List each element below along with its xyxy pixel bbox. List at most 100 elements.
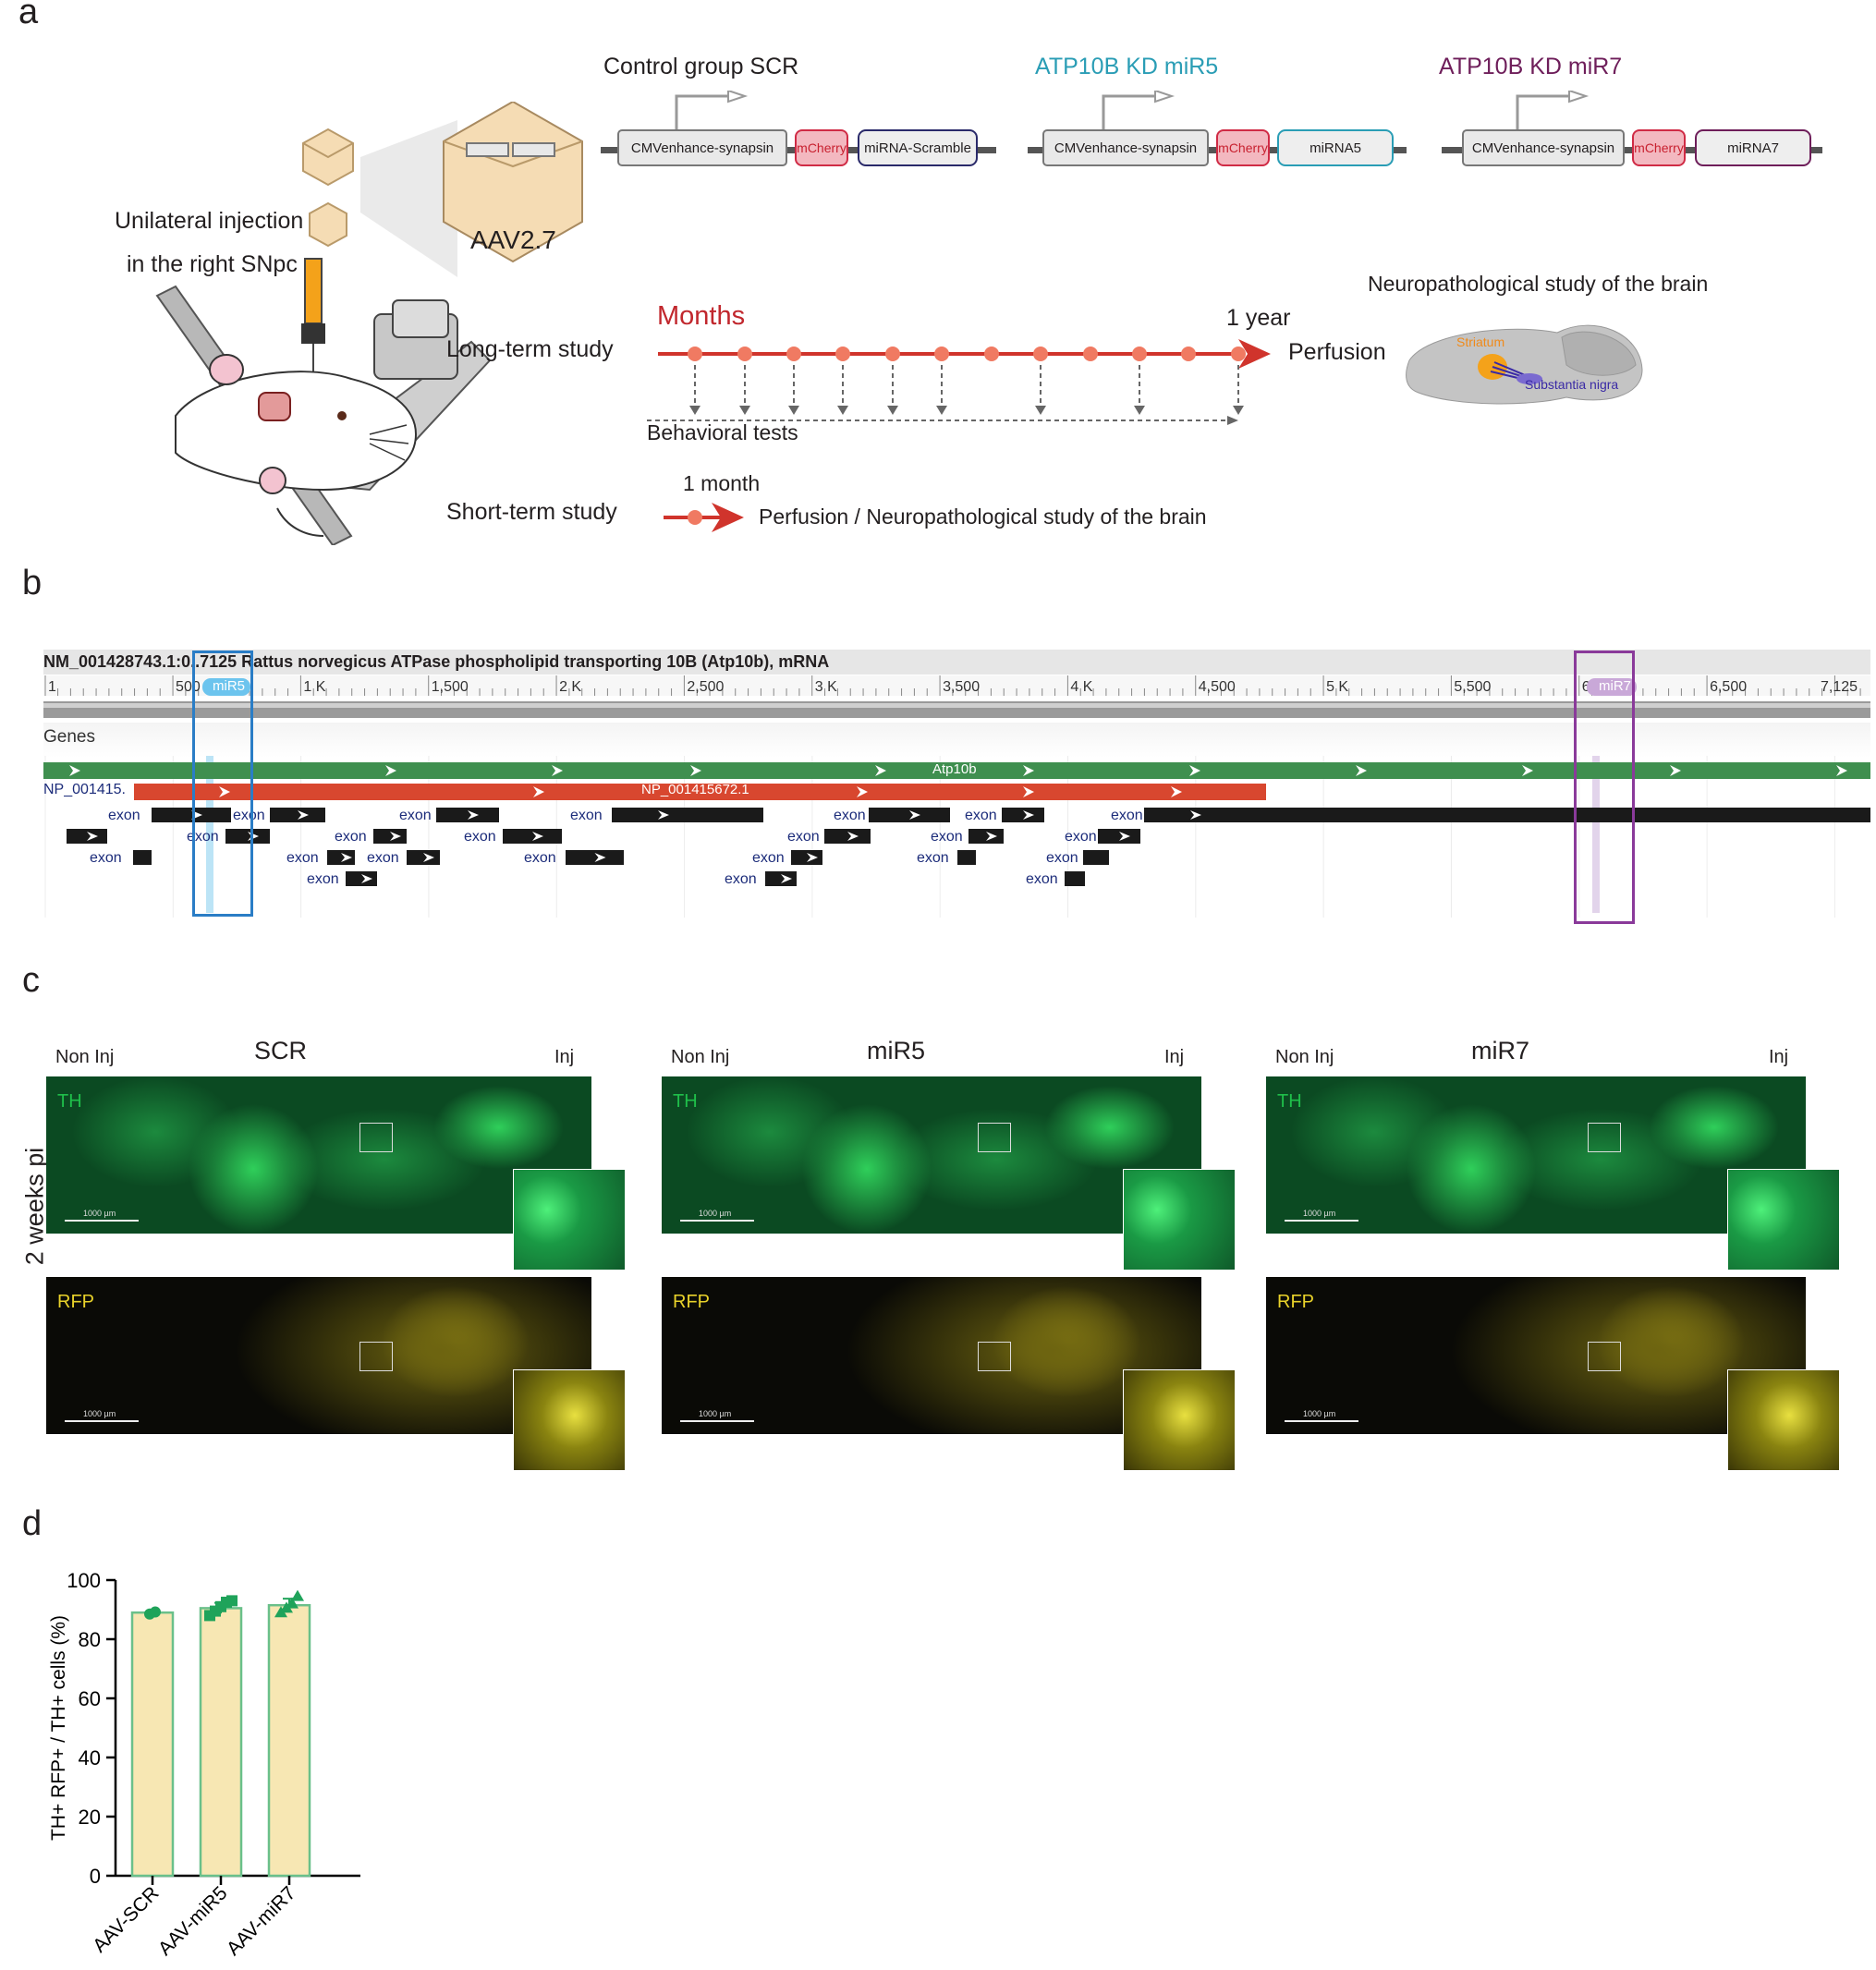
strand-arrow — [1171, 786, 1182, 797]
exon-arrow — [1119, 832, 1130, 841]
rat-injection-illustration — [155, 102, 583, 545]
strand-arrow — [1522, 765, 1533, 776]
short-term-label: Short-term study — [446, 499, 617, 525]
zoom-region-box — [359, 1123, 394, 1152]
construct-header-mir5: ATP10B KD miR5 — [1035, 54, 1219, 79]
gene-bar-atp10b — [43, 762, 1870, 779]
exon-arrow — [390, 832, 401, 841]
exon-arrow — [532, 832, 543, 841]
inj-label: Inj — [1769, 1047, 1789, 1067]
panel-label-d: d — [22, 1504, 43, 1543]
exon-label: exon — [90, 850, 122, 866]
exon-label: exon — [725, 871, 757, 887]
rfp-channel-label: RFP — [1277, 1292, 1314, 1312]
behavioral-tests-label: Behavioral tests — [647, 420, 798, 444]
ruler-tick-label: 4,500 — [1199, 679, 1236, 695]
promoter-box: CMVenhance-synapsin — [617, 129, 787, 166]
exon-bar — [346, 871, 377, 886]
row-label-2-weeks: 2 weeks pi — [20, 1147, 49, 1266]
genome-title-bar — [43, 650, 1870, 675]
non-inj-label: Non Inj — [1275, 1047, 1334, 1067]
scale-bar — [65, 1220, 139, 1222]
ruler-tick-label: 1,500 — [432, 679, 469, 695]
exon-bar — [373, 829, 407, 844]
scale-bar — [680, 1420, 754, 1422]
exon-label: exon — [752, 850, 785, 866]
ruler-tick-label: 5 K — [1326, 679, 1348, 695]
ruler-tick-label: 3,500 — [943, 679, 980, 695]
inj-label: Inj — [554, 1047, 575, 1067]
rfp-inset — [1123, 1369, 1236, 1471]
construct-scr: CMVenhance-synapsin mCherry miRNA-Scramb… — [601, 91, 996, 166]
ruler-tick-label: 1 — [48, 679, 56, 695]
one-month-label: 1 month — [683, 471, 761, 495]
exon-arrow — [341, 853, 352, 862]
genome-browser: NM_001428743.1:0..7125 Rattus norvegicus… — [43, 650, 1870, 918]
bar — [267, 1603, 311, 1878]
promoter-arrow-icon — [1516, 91, 1590, 129]
genome-title: NM_001428743.1:0..7125 Rattus norvegicus… — [43, 652, 830, 671]
rfp-micrograph: RFP 1000 µm — [1266, 1277, 1806, 1434]
striatum-label: Striatum — [1456, 334, 1505, 349]
exon-arrow — [986, 832, 997, 841]
exon-label: exon — [931, 829, 963, 845]
y-tick-label: 80 — [79, 1628, 101, 1651]
strand-arrow — [69, 765, 80, 776]
exon-bar — [1002, 808, 1044, 822]
genes-track-header — [43, 723, 1870, 758]
data-point — [291, 1589, 304, 1601]
exon-label: exon — [1046, 850, 1078, 866]
mir5-column — [206, 756, 213, 913]
ruler-tick-label: 5,500 — [1454, 679, 1491, 695]
exon-label: exon — [834, 808, 866, 823]
promoter-arrow-icon — [675, 91, 749, 129]
zoom-region-box — [977, 1342, 1011, 1371]
mcherry-box: mCherry — [795, 129, 848, 166]
exon-bar — [1144, 808, 1870, 822]
injection-label-line2: in the right SNpc — [127, 251, 298, 277]
y-tick-label: 100 — [67, 1569, 101, 1592]
exon-label: exon — [286, 850, 319, 866]
short-term-timeline — [664, 503, 744, 532]
y-axis-label: TH+ RFP+ / TH+ cells (%) — [48, 1615, 69, 1841]
column-title: miR7 — [1471, 1037, 1530, 1064]
ruler-tick-label: 6,500 — [1710, 679, 1747, 695]
exon-bar — [270, 808, 325, 822]
ruler-tick-label: 3 K — [815, 679, 837, 695]
y-tick-label: 0 — [90, 1865, 101, 1888]
exon-label: exon — [965, 808, 997, 823]
exon-label: exon — [367, 850, 399, 866]
exon-bar — [225, 829, 270, 844]
exon-label: exon — [917, 850, 949, 866]
construct-header-scr: Control group SCR — [603, 54, 799, 79]
protein-bar — [134, 784, 1266, 800]
scale-bar-label: 1000 µm — [1303, 1409, 1336, 1418]
x-tick-label: AAV-miR7 — [223, 1882, 300, 1960]
rfp-channel-label: RFP — [673, 1292, 710, 1312]
construct-mir7: CMVenhance-synapsin mCherry miRNA7 — [1442, 91, 1822, 166]
zoom-region-box — [1587, 1123, 1621, 1152]
strand-arrow — [1670, 765, 1681, 776]
protein-left-label: NP_001415. — [43, 782, 126, 797]
exon-label: exon — [524, 850, 556, 866]
one-year-label: 1 year — [1226, 305, 1291, 331]
exon-bar — [436, 808, 499, 822]
strand-arrow — [1023, 786, 1034, 797]
promoter-box: CMVenhance-synapsin — [1042, 129, 1209, 166]
exon-bar — [957, 850, 976, 865]
behavioral-test-arrows — [647, 365, 1239, 421]
construct-mir5: CMVenhance-synapsin mCherry miRNA5 — [1028, 91, 1407, 166]
strand-arrow — [875, 765, 886, 776]
exon-label: exon — [464, 829, 496, 845]
strand-arrow — [533, 786, 544, 797]
perfusion-label: Perfusion — [1288, 339, 1386, 365]
th-channel-label: TH — [57, 1091, 82, 1112]
exon-bar — [503, 829, 562, 844]
substantia-nigra-label: Substantia nigra — [1525, 377, 1619, 392]
ruler-tick-label: 4 K — [1070, 679, 1092, 695]
rfp-inset — [513, 1369, 626, 1471]
strand-arrow — [690, 765, 701, 776]
